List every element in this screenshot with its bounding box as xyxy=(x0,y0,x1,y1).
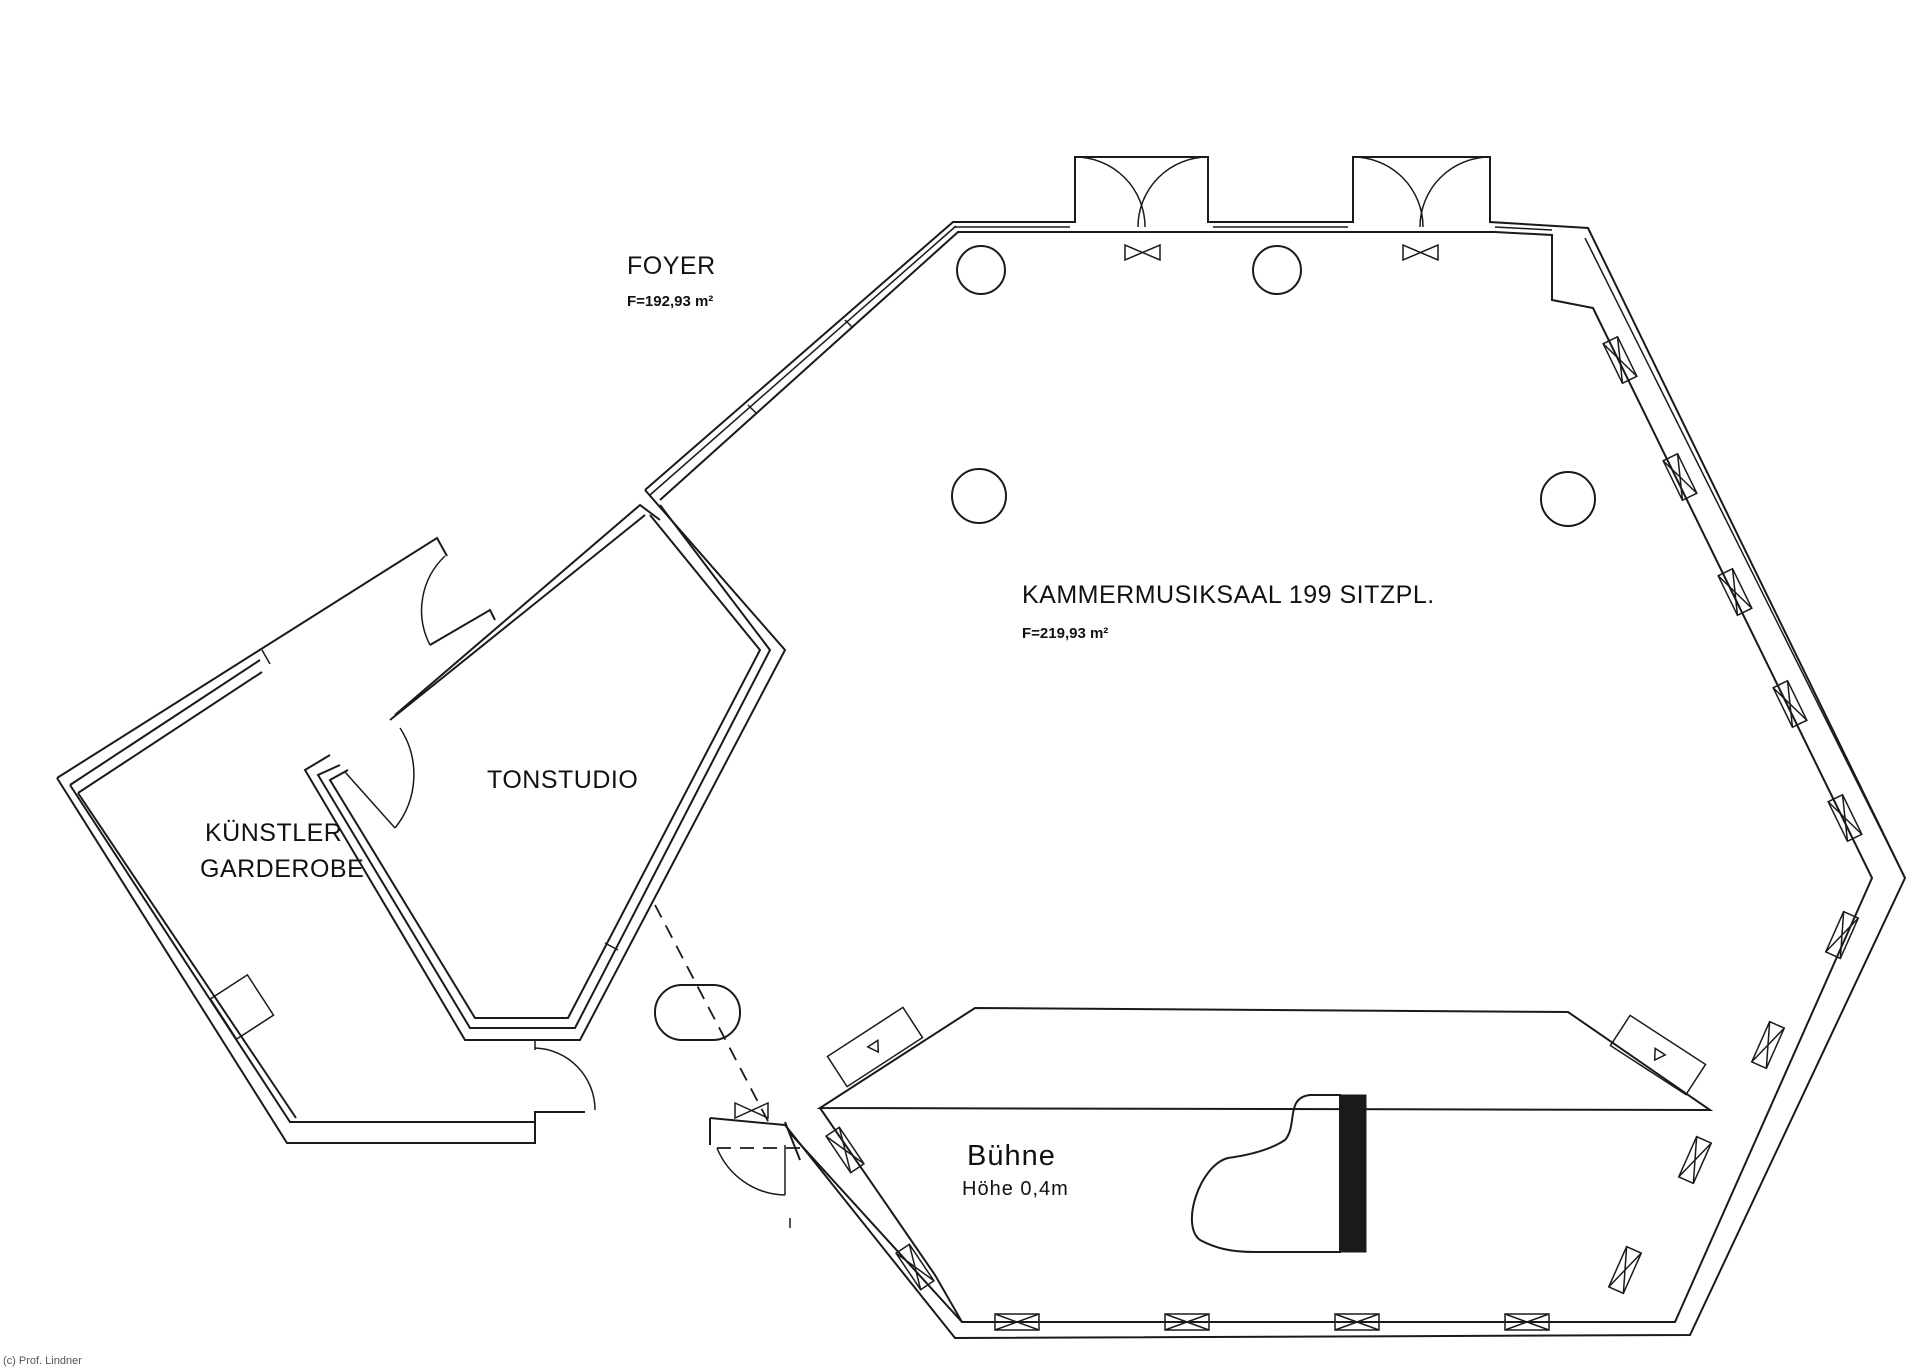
grand-piano-icon xyxy=(1190,1094,1367,1253)
credit-text: (c) Prof. Lindner xyxy=(3,1355,82,1367)
foyer-area-label: F=192,93 m² xyxy=(627,293,713,310)
kammermusiksaal-label: KAMMERMUSIKSAAL 199 SITZPL. xyxy=(1022,581,1435,609)
kammermusiksaal-walls xyxy=(644,156,1907,1340)
buehne-label: Bühne xyxy=(967,1140,1056,1172)
buehne-height-label: Höhe 0,4m xyxy=(962,1178,1069,1200)
tonstudio-walls xyxy=(303,489,787,1041)
kammermusiksaal-area-label: F=219,93 m² xyxy=(1022,625,1108,642)
garderobe-label-line2: GARDEROBE xyxy=(200,855,364,883)
exit-sign-icons xyxy=(734,243,1439,1120)
entrance-doors xyxy=(1074,156,1491,228)
garderobe-walls xyxy=(56,536,596,1144)
column-icons xyxy=(951,245,1596,527)
tonstudio-label: TONSTUDIO xyxy=(487,766,638,794)
foyer-label: FOYER xyxy=(627,252,716,280)
wall-elements xyxy=(825,335,1863,1331)
garderobe-label-line1: KÜNSTLER xyxy=(205,819,342,847)
exit-corridor xyxy=(654,904,801,1228)
stage xyxy=(816,1006,1714,1323)
